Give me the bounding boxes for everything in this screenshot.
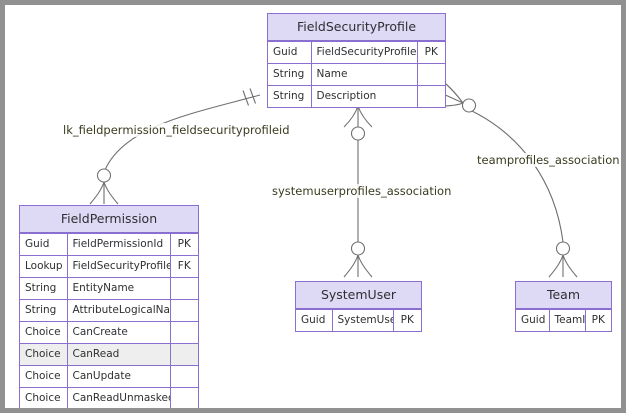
attribute-row[interactable]: Guid FieldPermissionId PK <box>20 233 198 256</box>
attribute-key: PK <box>584 309 611 331</box>
attribute-key: PK <box>392 309 421 331</box>
attribute-type: Choice <box>20 321 68 344</box>
attribute-row[interactable]: Choice CanUpdate <box>20 365 198 388</box>
attribute-key <box>416 63 445 86</box>
connector-layer <box>89 79 578 278</box>
attribute-table-systemuser: Guid SystemUserId PK <box>296 309 421 331</box>
connector-teamprofiles-association[interactable] <box>440 79 578 278</box>
crowfoot-left <box>343 254 359 278</box>
cardinality-zero-circle <box>555 241 571 256</box>
attribute-key <box>169 299 198 322</box>
attribute-row[interactable]: Choice CanReadUnmasked <box>20 387 198 408</box>
attribute-key <box>169 277 198 300</box>
attribute-key <box>169 343 198 366</box>
attribute-key: PK <box>416 41 445 64</box>
cardinality-one-bar <box>242 90 250 106</box>
attribute-type: String <box>268 63 312 86</box>
attribute-name: CanReadUnmasked <box>66 387 171 408</box>
crowfoot-right <box>103 181 119 205</box>
attribute-type: String <box>20 299 68 322</box>
entity-title-fieldsecurityprofile: FieldSecurityProfile <box>268 14 445 41</box>
attribute-row[interactable]: String EntityName <box>20 277 198 300</box>
crowfoot-left <box>548 254 564 278</box>
attribute-type: Choice <box>20 387 68 408</box>
attribute-type: Lookup <box>20 255 68 278</box>
attribute-key <box>169 387 198 408</box>
attribute-table-fieldsecurityprofile: Guid FieldSecurityProfileId PK String Na… <box>268 41 445 107</box>
attribute-name: CanRead <box>66 343 171 366</box>
crowfoot-left <box>89 181 105 205</box>
cardinality-zero-circle <box>350 241 366 256</box>
attribute-type: Guid <box>268 41 312 64</box>
connector-lk-fieldpermission-fieldsecurityprofileid[interactable] <box>89 88 261 205</box>
attribute-name: FieldSecurityProfileId <box>310 41 418 64</box>
entity-title-systemuser: SystemUser <box>296 282 421 309</box>
attribute-key <box>169 321 198 344</box>
cardinality-one-bar <box>249 88 257 104</box>
crowfoot-right <box>357 254 373 278</box>
attribute-row-selected[interactable]: Choice CanRead <box>20 343 198 366</box>
entity-fieldpermission[interactable]: FieldPermission Guid FieldPermissionId P… <box>19 205 199 408</box>
diagram-canvas[interactable]: lk_fieldpermission_fieldsecurityprofilei… <box>5 5 621 408</box>
attribute-name: CanUpdate <box>66 365 171 388</box>
attribute-type: Guid <box>20 233 68 256</box>
attribute-row[interactable]: Lookup FieldSecurityProfileId FK <box>20 255 198 278</box>
entity-team[interactable]: Team Guid TeamID PK <box>515 281 612 332</box>
attribute-name: EntityName <box>66 277 171 300</box>
entity-systemuser[interactable]: SystemUser Guid SystemUserId PK <box>295 281 422 332</box>
attribute-key <box>416 85 445 107</box>
attribute-name: FieldSecurityProfileId <box>66 255 171 278</box>
attribute-row[interactable]: String Description <box>268 85 445 107</box>
entity-title-fieldpermission: FieldPermission <box>20 206 198 233</box>
attribute-row[interactable]: Guid FieldSecurityProfileId PK <box>268 41 445 64</box>
attribute-type: Guid <box>296 309 333 331</box>
relationship-label-teamprofiles-association: teamprofiles_association <box>475 153 621 167</box>
entity-title-team: Team <box>516 282 611 309</box>
cardinality-zero-circle <box>96 168 112 183</box>
attribute-name: AttributeLogicalName <box>66 299 171 322</box>
attribute-row[interactable]: Guid TeamID PK <box>516 309 611 331</box>
attribute-name: Name <box>310 63 418 86</box>
attribute-row[interactable]: String Name <box>268 63 445 86</box>
cardinality-zero-circle <box>350 126 366 141</box>
attribute-type: Choice <box>20 365 68 388</box>
attribute-name: CanCreate <box>66 321 171 344</box>
attribute-type: Choice <box>20 343 68 366</box>
attribute-name: SystemUserId <box>331 309 394 331</box>
attribute-row[interactable]: Choice CanCreate <box>20 321 198 344</box>
attribute-type: String <box>20 277 68 300</box>
entity-fieldsecurityprofile[interactable]: FieldSecurityProfile Guid FieldSecurityP… <box>267 13 446 108</box>
attribute-type: Guid <box>516 309 550 331</box>
connector-systemuserprofiles-association[interactable] <box>343 105 373 278</box>
crowfoot-right <box>357 105 373 128</box>
attribute-table-fieldpermission: Guid FieldPermissionId PK Lookup FieldSe… <box>20 233 198 408</box>
attribute-row[interactable]: Guid SystemUserId PK <box>296 309 421 331</box>
attribute-name: FieldPermissionId <box>66 233 171 256</box>
attribute-name: TeamID <box>548 309 586 331</box>
attribute-name: Description <box>310 85 418 107</box>
attribute-type: String <box>268 85 312 107</box>
attribute-key: FK <box>169 255 198 278</box>
cardinality-zero-circle <box>461 98 477 113</box>
crowfoot-left <box>343 105 359 128</box>
attribute-key: PK <box>169 233 198 256</box>
relationship-label-systemuserprofiles-association: systemuserprofiles_association <box>270 184 454 198</box>
attribute-key <box>169 365 198 388</box>
attribute-row[interactable]: String AttributeLogicalName <box>20 299 198 322</box>
attribute-table-team: Guid TeamID PK <box>516 309 611 331</box>
crowfoot-right <box>562 254 578 278</box>
relationship-label-lk-fieldpermission-fieldsecurityprofileid: lk_fieldpermission_fieldsecurityprofilei… <box>61 123 292 137</box>
